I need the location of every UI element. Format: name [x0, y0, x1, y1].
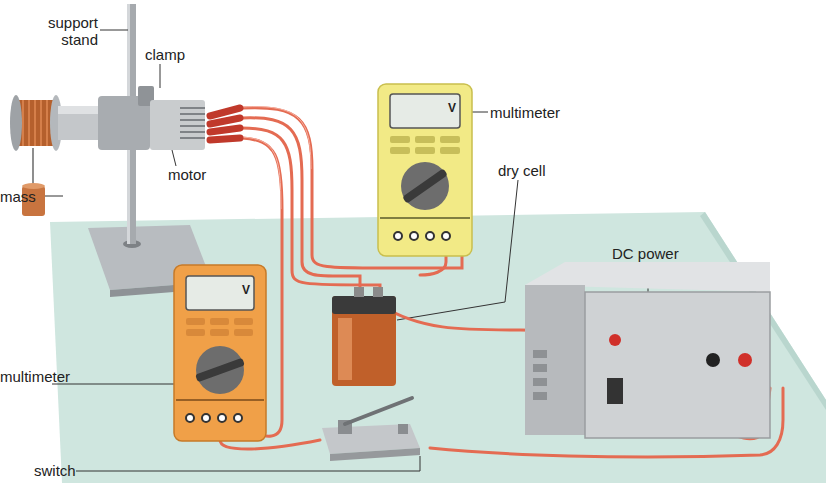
switch-base-edge	[330, 448, 420, 461]
meter-divider	[176, 399, 264, 401]
part-label: mass	[0, 188, 36, 205]
meter-buttons	[390, 136, 460, 154]
coil-spool	[18, 100, 54, 146]
power-switch	[607, 378, 623, 404]
meter-jacks	[394, 232, 450, 240]
coil-windings	[23, 100, 47, 146]
part-label: DC power	[612, 245, 702, 262]
switch-contact	[398, 424, 408, 434]
cell-terminal	[354, 287, 364, 297]
multimeter-body	[378, 84, 472, 256]
motor-housing	[58, 106, 98, 140]
meter-dial	[401, 162, 449, 210]
display-unit: V	[436, 102, 456, 116]
part-label: multimeter	[0, 368, 100, 385]
power-supply-side	[525, 285, 585, 435]
terminal-red	[738, 353, 752, 367]
meter-dial	[196, 346, 244, 394]
part-label: clamp	[145, 46, 205, 63]
leader-lines	[36, 30, 648, 471]
meter-display	[186, 276, 254, 310]
cell-terminal	[373, 287, 383, 297]
power-light	[609, 334, 621, 346]
motor-fins	[180, 108, 205, 138]
mass-string	[32, 148, 33, 186]
part-label: dry cell	[498, 162, 578, 179]
connector-plugs	[210, 108, 240, 140]
meter-divider	[380, 217, 470, 219]
wire-highlights	[242, 107, 311, 209]
vent-slots	[533, 350, 547, 400]
part-label: support stand	[40, 14, 98, 49]
terminal-black	[706, 353, 720, 367]
dry-cell-top	[332, 296, 396, 314]
power-supply-front	[585, 292, 770, 438]
dial-pointer	[402, 168, 448, 203]
motor-body	[150, 100, 205, 150]
wires	[220, 108, 783, 457]
part-label: multimeter	[490, 104, 590, 121]
meter-jacks	[186, 414, 242, 422]
part-label: motor	[168, 166, 228, 183]
meter-buttons	[186, 318, 253, 336]
display-unit: V	[230, 284, 250, 298]
switch-lever	[345, 398, 412, 424]
housing-highlight	[58, 106, 98, 114]
dry-cell-body	[332, 296, 396, 386]
cell-highlight	[338, 318, 352, 380]
spool-flange	[10, 95, 22, 151]
multimeter-body	[174, 265, 266, 441]
dial-pointer	[195, 358, 245, 383]
meter-display	[390, 94, 460, 128]
part-label: switch	[34, 462, 94, 479]
